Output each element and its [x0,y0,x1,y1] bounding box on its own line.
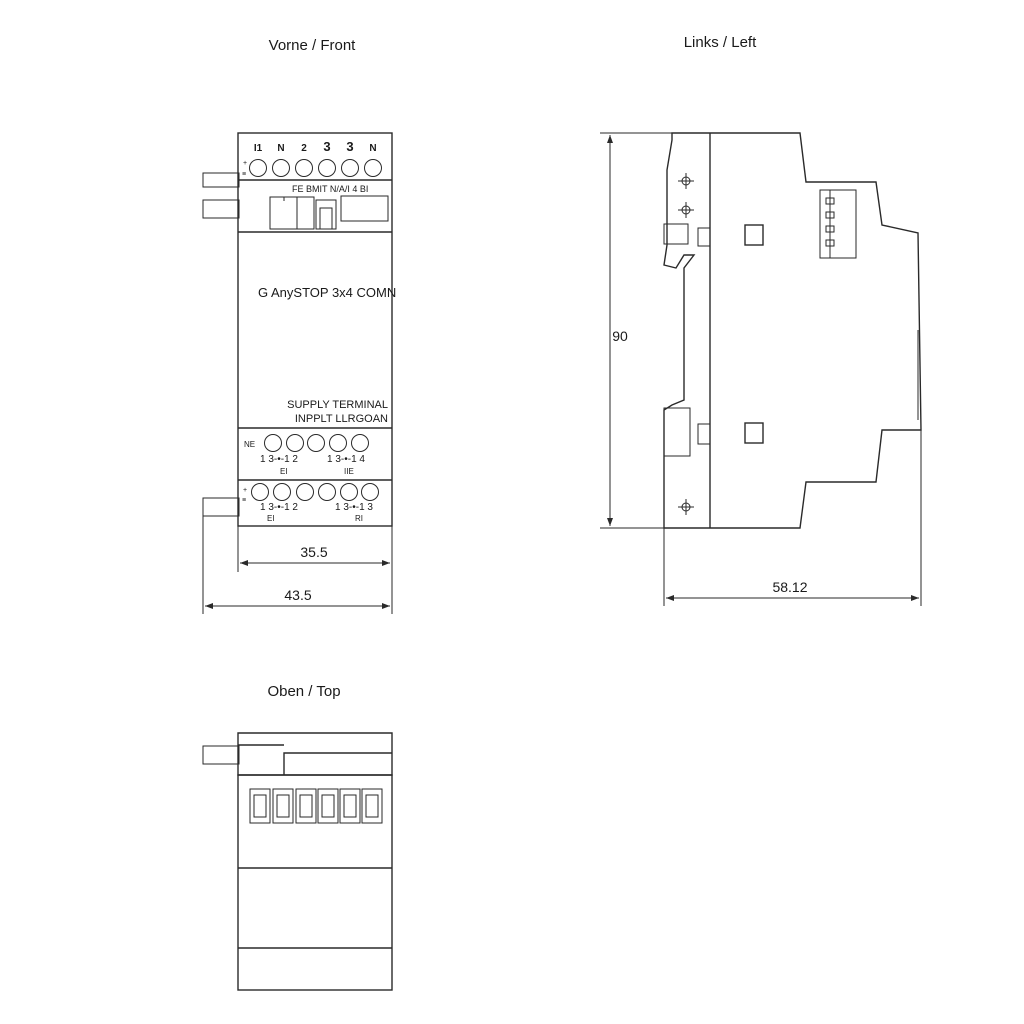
terminal-screw [341,159,359,177]
side-window-lower [744,422,764,444]
middle-terminal-screws [264,434,369,452]
bottom-row-sub-right: RI [355,514,363,523]
mounting-screw-icon [678,499,694,515]
housing-profile [710,132,922,529]
dimension-outer-label: 43.5 [284,587,311,603]
rail-stub-upper [202,172,240,188]
bottom-terminal-screws [251,483,379,501]
supply-line-1: SUPPLY TERMINAL [287,399,388,411]
dimension-depth-label: 58.12 [772,579,807,595]
terminal-screw [364,159,382,177]
svg-text:3: 3 [323,139,330,154]
svg-text:N: N [369,143,376,154]
side-window-upper [744,224,764,246]
svg-text:N: N [277,143,284,154]
svg-text:2: 2 [301,143,307,154]
side-connector [819,189,857,259]
rail-stub-lower [202,497,240,517]
connector-block-a [269,196,315,230]
mid-row-prefix: NE [244,440,255,449]
connector-block-d [340,195,389,222]
dimension-height-label: 90 [612,328,628,344]
front-view: Vorne / Front I1 N 2 3 3 N + ≡ [202,37,396,614]
svg-text:+: + [243,487,247,494]
mid-row-text-right: 1 3-•-1 4 [327,454,365,465]
top-view: Oben / Top [202,683,393,991]
front-view-title: Vorne / Front [269,37,357,54]
mounting-screw-icon [678,202,694,218]
svg-text:3: 3 [346,139,353,154]
supply-line-2: INPPLT LLRGOAN [295,413,388,425]
top-view-rail-stub [202,745,240,765]
front-body-outline [237,132,393,527]
connector-block-c [315,199,337,230]
bottom-row-text-right: 1 3-•-1 3 [335,502,373,513]
terminal-screw [318,159,336,177]
top-view-terminal-slots [249,788,383,824]
dimension-inner-label: 35.5 [300,544,327,560]
top-view-title: Oben / Top [267,683,340,700]
svg-text:+: + [243,160,247,167]
bottom-row-sub-left: EI [267,514,275,523]
left-view-title: Links / Left [684,34,757,51]
connector-block-b [296,196,315,230]
rail-stub-middle [202,199,240,219]
product-name: G AnySTOP 3x4 COMN [258,285,396,300]
mid-row-sub-right: IIE [344,467,354,476]
top-strip-text: FE BMIT N/A/I 4 BI [292,184,368,194]
mounting-screw-icon [678,173,694,189]
mid-row-sub-left: EI [280,467,288,476]
svg-text:I1: I1 [254,143,263,154]
bottom-row-text-left: 1 3-•-1 2 [260,502,298,513]
terminal-screw [249,159,267,177]
terminal-screw [272,159,290,177]
mid-row-text-left: 1 3-•-1 2 [260,454,298,465]
svg-text:≡: ≡ [242,497,246,504]
left-view: Links / Left [600,34,922,606]
top-view-body [237,774,393,991]
top-terminal-screws [249,159,382,177]
rail-clip-outline [663,132,710,529]
top-terminal-labels: I1 N 2 3 3 N [254,139,377,154]
terminal-screw [295,159,313,177]
svg-text:≡: ≡ [242,171,246,178]
